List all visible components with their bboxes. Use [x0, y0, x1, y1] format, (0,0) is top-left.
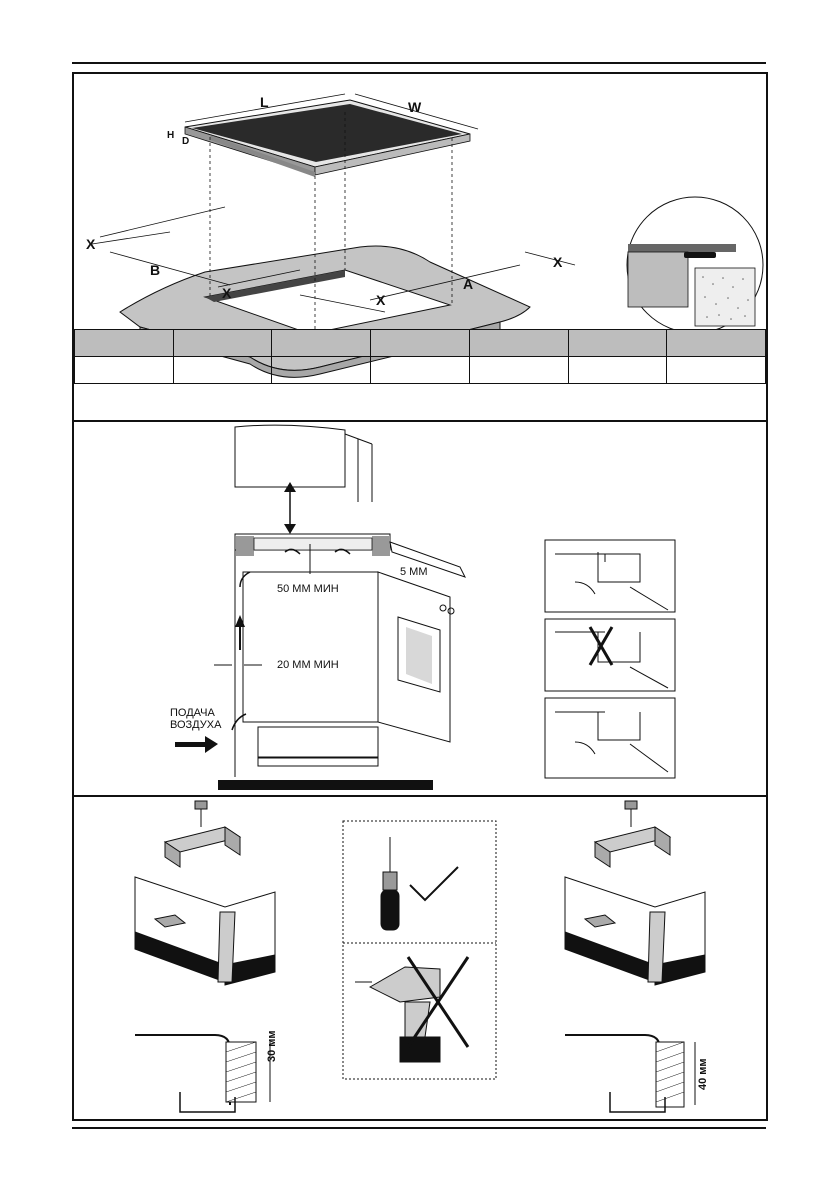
dim-label-d: D: [182, 136, 190, 147]
bottom-rule: [72, 1127, 766, 1129]
table-cell: [74, 356, 174, 384]
table-cell: [370, 356, 470, 384]
ventilation-diagram: [175, 424, 676, 790]
bracket-installation-diagram: [134, 800, 706, 1113]
dim-label-b: B: [150, 262, 161, 278]
table-cell: [468, 356, 569, 384]
edge-gap-label: 5 ММ: [400, 566, 428, 578]
table-header-row: [74, 329, 766, 357]
table-cell: [666, 356, 766, 384]
table-cell: [172, 356, 273, 384]
dim-label-x-right: X: [553, 254, 563, 270]
worktop-thickness-right: 40 мм: [697, 1058, 709, 1090]
table-cell: [468, 329, 569, 357]
table-cell: [271, 356, 372, 384]
dim-label-x-bottom: X: [222, 285, 232, 301]
divider-2: [72, 795, 768, 797]
table-cell: [74, 329, 174, 357]
page-frame: [72, 72, 768, 1121]
dim-label-x-mid: X: [376, 292, 386, 308]
air-supply-label-1: ПОДАЧА: [170, 707, 215, 719]
dim-label-x-left: X: [86, 236, 96, 252]
table-cell: [172, 329, 273, 357]
table-row: [74, 356, 766, 384]
top-gap-label: 50 ММ МИН: [277, 583, 339, 595]
dim-label-a: A: [463, 276, 474, 292]
dim-label-h: H: [167, 130, 175, 141]
dim-label-l: L: [260, 94, 269, 110]
table-cell: [666, 329, 766, 357]
side-gap-label: 20 ММ МИН: [277, 659, 339, 671]
worktop-thickness-left: 30 мм: [266, 1030, 278, 1062]
air-supply-label-2: ВОЗДУХА: [170, 719, 222, 731]
top-rule: [72, 62, 766, 64]
table-cell: [567, 329, 668, 357]
table-cell: [567, 356, 668, 384]
table-cell: [271, 329, 372, 357]
dim-label-w: W: [408, 99, 422, 115]
table-cell: [370, 329, 470, 357]
dimensions-table: [74, 329, 766, 384]
divider-1: [72, 420, 768, 422]
